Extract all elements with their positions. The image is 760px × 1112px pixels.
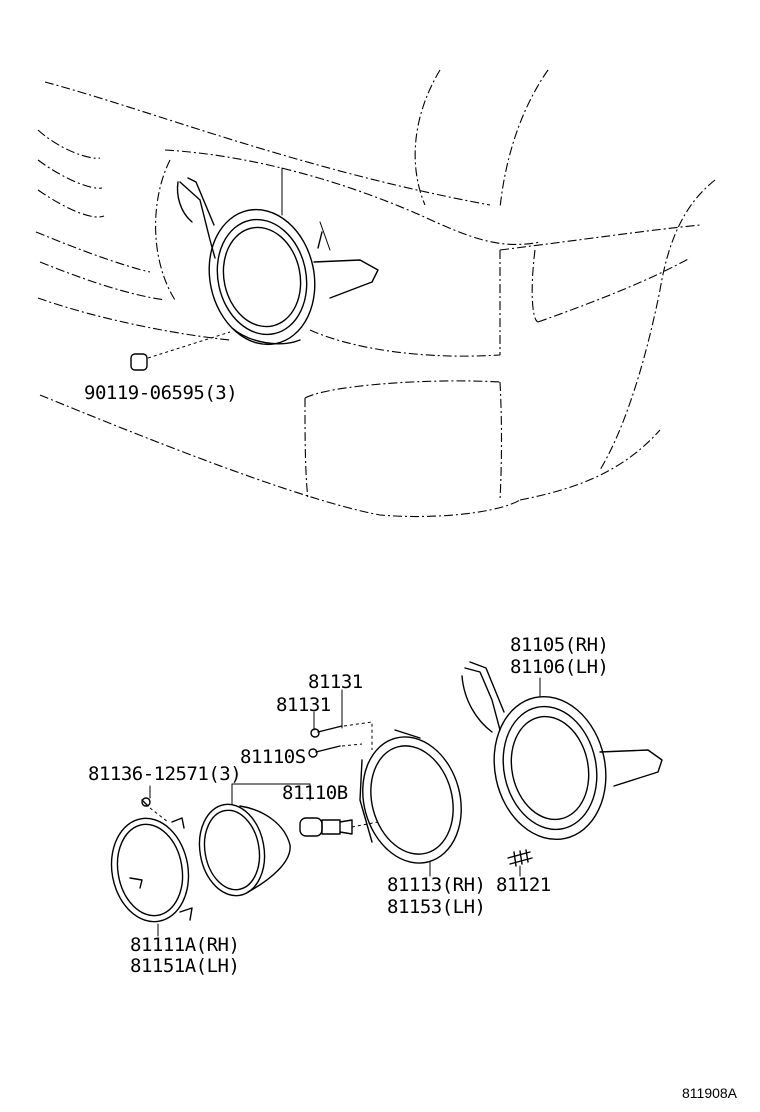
figure-code: 811908A: [682, 1085, 738, 1101]
vehicle-body-outline: [35, 69, 716, 518]
label-rim-lh: 81151A(LH): [130, 955, 240, 977]
bulb-part: [299, 817, 379, 837]
label-screw-lower: 81131: [276, 694, 331, 716]
mounting-screws: [308, 689, 373, 758]
label-housing-lh: 81106(LH): [510, 656, 609, 678]
label-ring-lh: 81153(LH): [387, 896, 486, 918]
lens-screw-part: [141, 785, 151, 807]
housing-part: [461, 661, 663, 841]
label-clip-nut: 90119-06595(3): [84, 382, 238, 404]
label-adjuster: 81121: [496, 874, 551, 896]
lamp-unit-part: [198, 783, 311, 897]
label-ring-rh: 81113(RH): [387, 874, 486, 896]
label-81110s: 81110S: [240, 746, 306, 768]
adjuster-part: [507, 849, 533, 877]
label-lens-screw: 81136-12571(3): [88, 763, 242, 785]
label-81110b: 81110B: [282, 782, 348, 804]
retaining-ring-part: [359, 729, 462, 877]
installed-headlamp: [176, 167, 379, 346]
clip-nut-part: [130, 331, 231, 371]
rim-part: [110, 807, 193, 937]
label-housing-rh: 81105(RH): [510, 634, 609, 656]
label-rim-rh: 81111A(RH): [130, 934, 240, 956]
label-screw-upper: 81131: [308, 671, 363, 693]
